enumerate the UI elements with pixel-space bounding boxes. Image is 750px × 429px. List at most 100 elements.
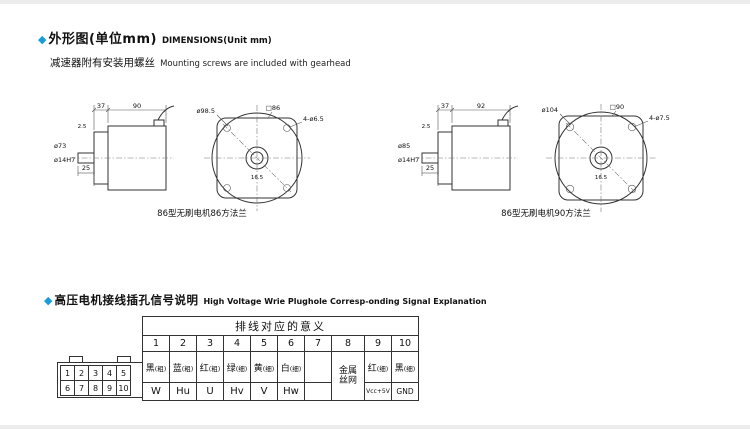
connector-diagram: 1 2 3 4 5 6 7 8 9 10 bbox=[57, 356, 143, 398]
pin-number: 2 bbox=[169, 335, 197, 352]
connector-pin: 9 bbox=[102, 380, 117, 396]
table-number-row: 1 2 3 4 5 6 7 8 9 10 bbox=[142, 335, 419, 352]
dim-shaftlen-label: 25 bbox=[82, 164, 90, 172]
signal-name: Hw bbox=[277, 382, 305, 401]
connector-tab bbox=[69, 356, 83, 362]
wire-color: 绿(细) bbox=[223, 351, 251, 383]
wire-color: 蓝(粗) bbox=[169, 351, 197, 383]
connector-pin: 4 bbox=[102, 365, 117, 381]
dim-shaftlen-label: 25 bbox=[426, 164, 434, 172]
section-dimensions-header: ◆ 外形图(单位mm) DIMENSIONS(Unit mm) 减速器附有安装用… bbox=[38, 28, 351, 70]
pin-number: 6 bbox=[277, 335, 305, 352]
table-signal-row: W Hu U Hv V Hw Vcc+5V GND bbox=[142, 382, 419, 401]
drawing-caption: 86型无刷电机86方法兰 bbox=[157, 208, 247, 219]
dim-bodydia-label: ø98.5 bbox=[197, 107, 215, 115]
connector-pin: 7 bbox=[74, 380, 89, 396]
signal-name: V bbox=[250, 382, 278, 401]
connector-pin: 1 bbox=[60, 365, 75, 381]
section2-title-en: High Voltage Wrie Plughole Corresp-ondin… bbox=[203, 297, 487, 306]
side-view: 37 90 2.5 ø73 ø14H7 25 bbox=[54, 102, 175, 191]
connector-tab bbox=[117, 356, 131, 362]
bolt-hole bbox=[565, 184, 575, 194]
signal-name: Vcc+5V bbox=[364, 382, 392, 401]
pin-number: 10 bbox=[391, 335, 419, 352]
connector-body: 1 2 3 4 5 6 7 8 9 10 bbox=[57, 362, 143, 398]
signal-name: W bbox=[142, 382, 170, 401]
wire-color: 红(粗) bbox=[196, 351, 224, 383]
connector-pin: 8 bbox=[88, 380, 103, 396]
side-view: 37 92 2.5 ø85 ø14H7 25 bbox=[398, 102, 519, 191]
table-title: 排线对应的意义 bbox=[142, 316, 419, 336]
dim-holes-label: 4-ø7.5 bbox=[649, 114, 670, 122]
pin-number: 7 bbox=[304, 335, 332, 352]
bolt-hole bbox=[223, 184, 231, 192]
dim-shaft-label: ø14H7 bbox=[398, 156, 419, 164]
connector-pin: 5 bbox=[116, 365, 131, 381]
dim-length1-label: 37 bbox=[97, 102, 105, 110]
front-view: ø104 □90 4-ø7.5 16.5 bbox=[542, 103, 670, 212]
dim-inner-label: 16.5 bbox=[595, 175, 608, 181]
wire-color: 黄(细) bbox=[250, 351, 278, 383]
bolt-hole bbox=[565, 122, 575, 132]
dim-length2-label: 92 bbox=[477, 102, 485, 110]
connector-pin: 6 bbox=[60, 380, 75, 396]
cable-wire bbox=[157, 105, 175, 121]
wire-color: 黑(粗) bbox=[142, 351, 170, 383]
section1-subtitle-en: Mounting screws are included with gearhe… bbox=[160, 59, 351, 69]
signal-name: Hu bbox=[169, 382, 197, 401]
pin-number: 4 bbox=[223, 335, 251, 352]
dim-step-label: 2.5 bbox=[422, 124, 431, 130]
wire-color: 黑(细) bbox=[391, 351, 419, 383]
drawing-90-flange: 37 92 2.5 ø85 ø14H7 25 bbox=[398, 102, 670, 219]
shield-cell: 金属丝网 bbox=[331, 351, 365, 401]
bolt-hole bbox=[627, 184, 637, 194]
pin-number: 1 bbox=[142, 335, 170, 352]
front-view: ø98.5 □86 4-ø6.5 16.5 bbox=[197, 104, 324, 211]
signal-name: U bbox=[196, 382, 224, 401]
diamond-bullet-icon: ◆ bbox=[38, 33, 47, 46]
drawing-caption: 86型无刷电机90方法兰 bbox=[501, 208, 591, 219]
bolt-hole bbox=[627, 122, 637, 132]
dim-step-label: 2.5 bbox=[78, 124, 87, 130]
section2-title-cn: 高压电机接线插孔信号说明 bbox=[54, 293, 199, 307]
bolt-hole bbox=[283, 124, 291, 132]
bolt-hole bbox=[223, 124, 231, 132]
wire-color: 白(细) bbox=[277, 351, 305, 383]
cable-wire bbox=[501, 105, 519, 121]
cable-gland bbox=[497, 119, 509, 127]
section1-title-en: DIMENSIONS(Unit mm) bbox=[161, 36, 272, 46]
section1-subtitle-cn: 减速器附有安装用螺丝 bbox=[50, 57, 155, 69]
table-color-row: 黑(粗) 蓝(粗) 红(粗) 绿(细) 黄(细) 白(细) 金属丝网 红(细) … bbox=[142, 351, 419, 401]
pin-number: 5 bbox=[250, 335, 278, 352]
dim-square-label: □86 bbox=[266, 104, 280, 112]
signal-table: 排线对应的意义 1 2 3 4 5 6 7 8 9 10 黑(粗) 蓝(粗) 红… bbox=[142, 316, 419, 401]
drawing-86-flange: 37 90 2.5 ø73 ø14H7 25 bbox=[54, 102, 324, 219]
dim-pilot-label: ø73 bbox=[54, 142, 66, 150]
connector-pin: 2 bbox=[74, 365, 89, 381]
connector-pin: 3 bbox=[88, 365, 103, 381]
dimension-drawings: 37 90 2.5 ø73 ø14H7 25 bbox=[52, 100, 716, 220]
section1-title-cn: 外形图(单位mm) bbox=[48, 32, 157, 47]
section-signal-header: ◆ 高压电机接线插孔信号说明 High Voltage Wrie Plughol… bbox=[44, 292, 487, 308]
dim-holes-label: 4-ø6.5 bbox=[303, 115, 324, 123]
pin-number: 3 bbox=[196, 335, 224, 352]
dim-length1-label: 37 bbox=[441, 102, 449, 110]
wire-color: 红(细) bbox=[364, 351, 392, 383]
pin-number: 8 bbox=[331, 335, 365, 352]
connector-pin: 10 bbox=[116, 380, 131, 396]
dim-shaft-label: ø14H7 bbox=[54, 156, 75, 164]
empty-cell bbox=[304, 351, 332, 383]
dim-bodydia-label: ø104 bbox=[542, 106, 558, 114]
cable-gland bbox=[153, 119, 165, 127]
diamond-bullet-icon: ◆ bbox=[44, 294, 53, 307]
signal-name: Hv bbox=[223, 382, 251, 401]
signal-name: GND bbox=[391, 382, 419, 401]
dim-pilot-label: ø85 bbox=[398, 142, 410, 150]
dim-square-label: □90 bbox=[610, 103, 624, 111]
dim-length2-label: 90 bbox=[133, 102, 141, 110]
empty-cell bbox=[304, 382, 332, 401]
dim-inner-label: 16.5 bbox=[251, 175, 264, 181]
pin-number: 9 bbox=[364, 335, 392, 352]
pilot-circle bbox=[245, 146, 269, 170]
